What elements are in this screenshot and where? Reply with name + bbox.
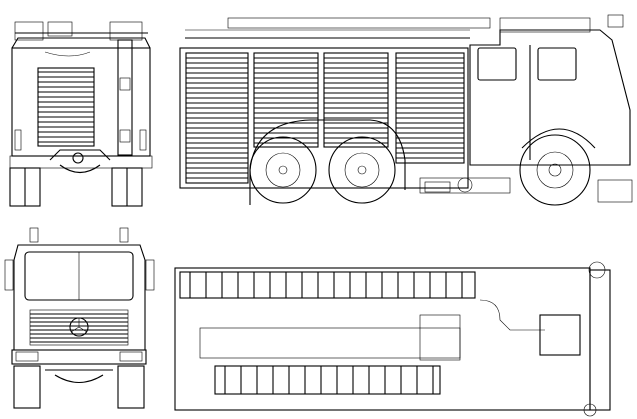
front-view [4, 227, 155, 409]
cab [469, 29, 631, 166]
shutter-2 [253, 52, 319, 148]
shutter-3 [323, 52, 389, 148]
body-box [179, 47, 469, 189]
top-cab-front [589, 269, 611, 411]
cab-roof-hatch [539, 314, 581, 356]
rear-view [9, 21, 153, 207]
top-ladder-lower [214, 365, 441, 395]
front-right-wheel [117, 365, 145, 409]
top-ladder-upper [179, 271, 476, 299]
top-view [174, 261, 611, 417]
cab-window-rear [477, 47, 517, 81]
wheel-front [519, 134, 591, 206]
cab-window-front [537, 47, 577, 81]
roof-ladder [227, 17, 491, 29]
front-left-wheel [13, 365, 41, 409]
grille [29, 309, 129, 346]
side-view [179, 14, 633, 206]
rear-ladder [117, 39, 133, 156]
wheel-rear-2 [328, 136, 396, 204]
wheel-rear-1 [249, 136, 317, 204]
